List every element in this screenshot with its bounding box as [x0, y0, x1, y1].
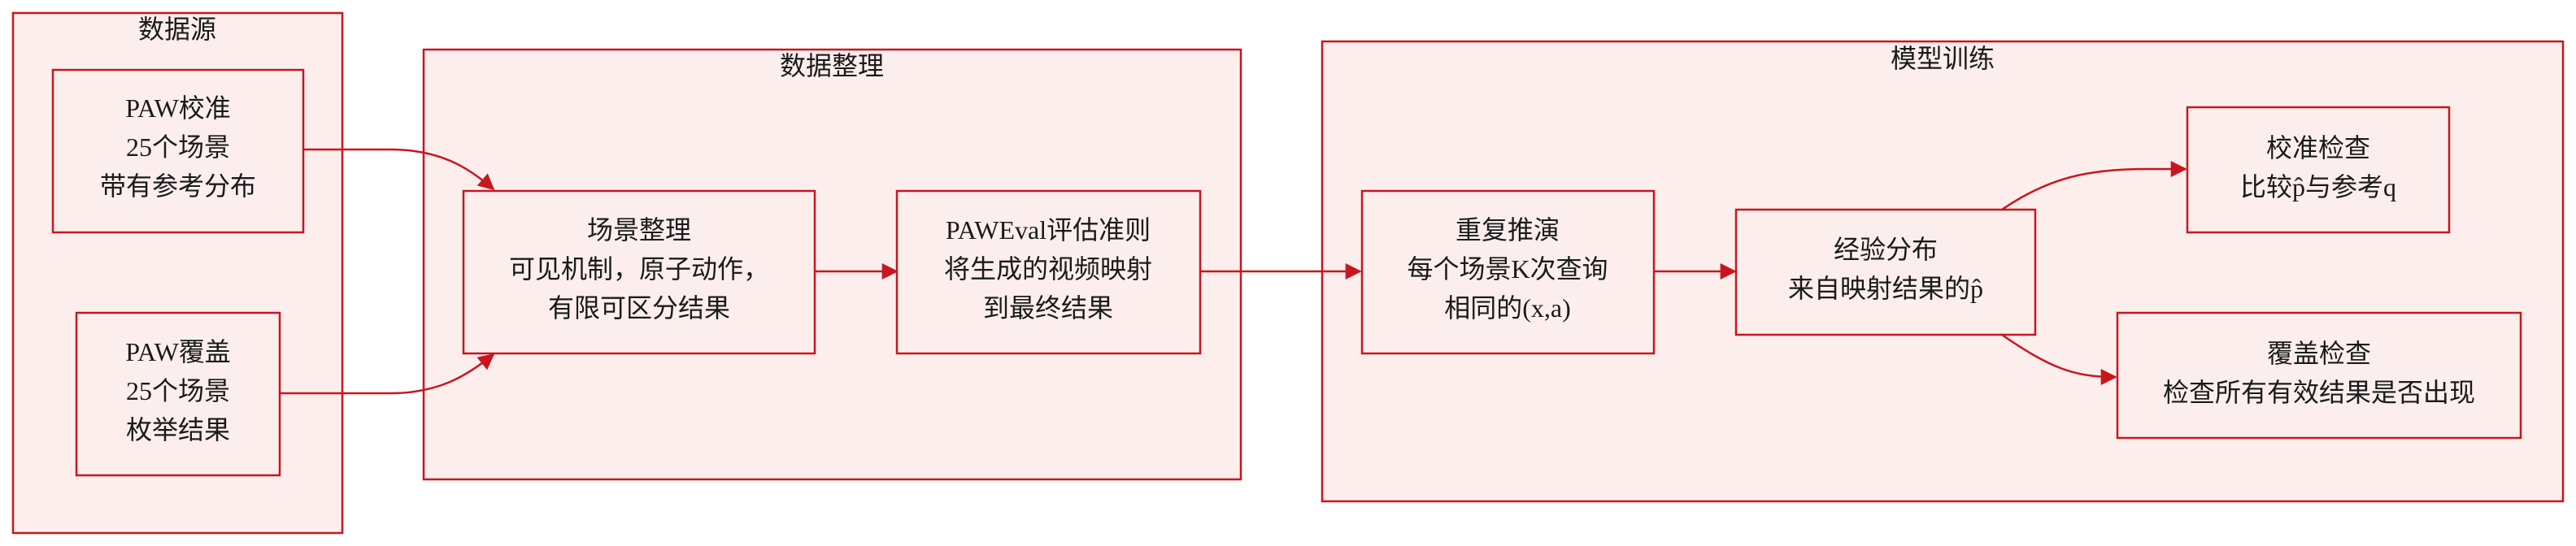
node-repeated-inference: 重复推演 每个场景K次查询 相同的(x,a): [1360, 189, 1656, 355]
node-repeated-inference-line-1: 重复推演: [1456, 215, 1560, 245]
node-calibration-check: 校准检查 比较p̂与参考q: [2186, 106, 2451, 234]
node-paw-calibration-line-1: PAW校准: [125, 93, 231, 123]
node-scene-curation-line-3: 有限可区分结果: [548, 293, 730, 323]
edge-calibration-to-curation: [303, 148, 495, 191]
node-paweval-line-2: 将生成的视频映射: [944, 254, 1152, 284]
node-scene-curation: 场景整理 可见机制，原子动作， 有限可区分结果: [462, 189, 816, 355]
node-paw-coverage-line-1: PAW覆盖: [125, 337, 231, 366]
node-empirical-distribution-line-1: 经验分布: [1834, 235, 1938, 264]
node-coverage-check-line-1: 覆盖检查: [2267, 339, 2371, 368]
node-empirical-distribution-line-2: 来自映射结果的p̂: [1788, 274, 1983, 303]
node-coverage-check: 覆盖检查 检查所有有效结果是否出现: [2116, 311, 2522, 440]
node-paw-calibration-line-3: 带有参考分布: [100, 171, 256, 201]
node-paw-calibration-line-2: 25个场景: [126, 132, 230, 162]
node-paweval: PAWEval评估准则 将生成的视频映射 到最终结果: [895, 189, 1202, 355]
node-repeated-inference-line-2: 每个场景K次查询: [1407, 254, 1608, 284]
edge-empirical-to-coverage-check: [2001, 333, 2117, 385]
edge-coverage-to-curation: [280, 353, 495, 395]
node-coverage-check-line-2: 检查所有有效结果是否出现: [2163, 378, 2475, 407]
node-paw-coverage-line-2: 25个场景: [126, 376, 230, 405]
node-repeated-inference-line-3: 相同的(x,a): [1444, 293, 1571, 323]
edges: [280, 148, 2187, 395]
group-title-training: 模型训练: [1891, 44, 1995, 73]
node-paweval-line-3: 到最终结果: [983, 293, 1113, 323]
node-calibration-check-line-2: 比较p̂与参考q: [2240, 172, 2396, 202]
node-paw-coverage-line-3: 枚举结果: [126, 415, 230, 444]
edge-empirical-to-calibration-check: [2001, 161, 2187, 211]
node-paw-calibration: PAW校准 25个场景 带有参考分布: [51, 68, 305, 234]
node-paweval-line-1: PAWEval评估准则: [946, 215, 1151, 245]
node-empirical-distribution: 经验分布 来自映射结果的p̂: [1734, 208, 2037, 336]
node-scene-curation-line-1: 场景整理: [587, 215, 691, 245]
node-paw-coverage: PAW覆盖 25个场景 枚举结果: [75, 311, 281, 477]
group-title-sources: 数据源: [138, 15, 216, 44]
node-scene-curation-line-2: 可见机制，原子动作，: [509, 254, 769, 284]
node-calibration-check-line-1: 校准检查: [2266, 133, 2370, 162]
group-title-curation: 数据整理: [780, 51, 884, 80]
